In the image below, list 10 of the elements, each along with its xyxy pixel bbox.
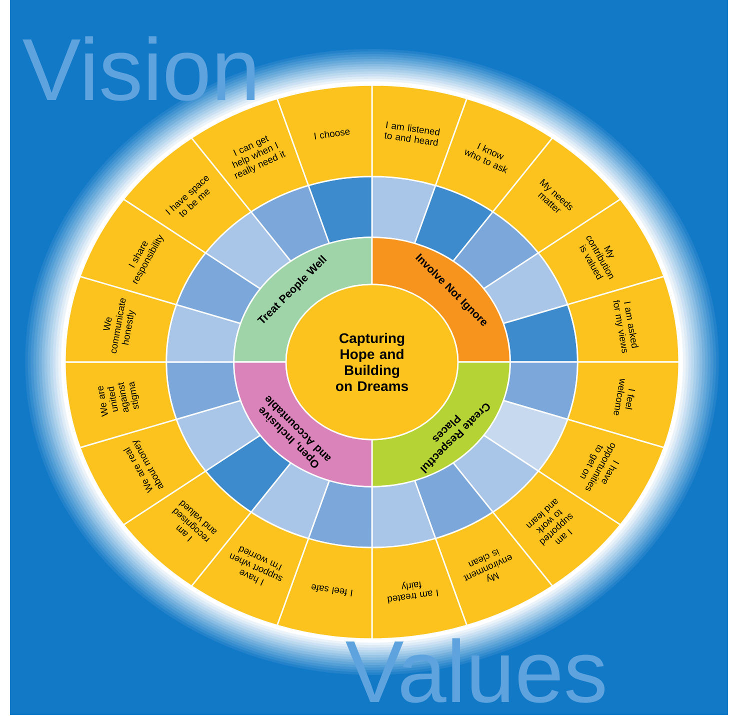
ring-segment bbox=[371, 480, 436, 548]
ring-segment bbox=[371, 176, 436, 244]
ring-segment bbox=[502, 304, 578, 363]
ring-segment bbox=[308, 480, 373, 548]
ring-segment bbox=[166, 361, 242, 420]
ring-segment bbox=[166, 304, 242, 363]
ring-segment bbox=[308, 176, 373, 244]
ring-segment bbox=[502, 361, 578, 420]
background-word: Values bbox=[346, 638, 605, 703]
ring-segment bbox=[176, 400, 261, 472]
